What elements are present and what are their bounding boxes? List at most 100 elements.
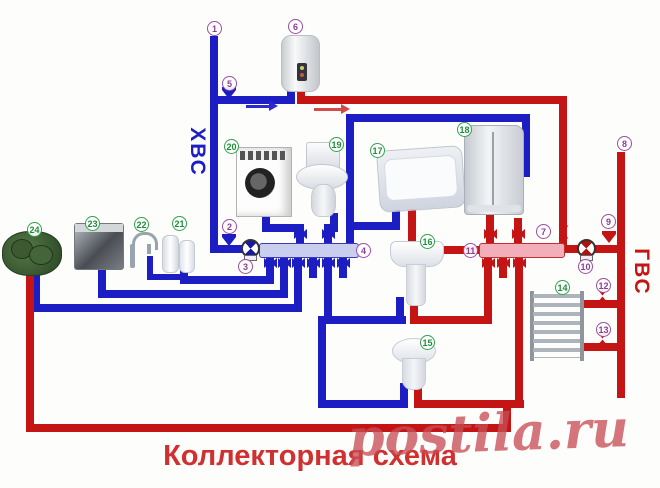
pipe-hot-loop-connector — [503, 400, 511, 432]
pipe-hot-heater-stub — [297, 86, 305, 102]
marker-13: 13 — [596, 322, 611, 337]
pipe-hot-shower-stub2 — [514, 218, 522, 246]
pipe-hot-sink-drop — [26, 271, 34, 428]
pipe-hot-tub-jog — [408, 246, 486, 254]
pipe-cold-overhead-right — [522, 114, 530, 176]
marker-5: 5 — [222, 76, 237, 91]
valve-icon — [512, 258, 526, 268]
pipe-cold-down-to-bidet — [318, 316, 326, 408]
marker-12: 12 — [596, 278, 611, 293]
valve-icon — [263, 258, 277, 268]
diagram-title: Коллекторная схема — [163, 440, 457, 472]
dishwasher — [74, 223, 124, 270]
pipe-cold-collector-inlet — [210, 245, 264, 253]
valve-icon — [306, 258, 320, 268]
towel-dryer — [528, 291, 586, 361]
pipe-hot-heater-branch — [297, 96, 567, 104]
valve-icon — [496, 258, 510, 268]
pipe-cold-line-bidet — [318, 400, 408, 408]
marker-2: 2 — [222, 219, 237, 234]
filter-faucet — [130, 232, 160, 270]
pipe-hot-towel-tap-upper — [584, 300, 620, 308]
washer-controls-icon — [240, 151, 286, 160]
cold-water-collector — [259, 243, 359, 258]
marker-19: 19 — [329, 137, 344, 152]
hot-flow-arrow-icon — [314, 104, 350, 114]
marker-15: 15 — [420, 335, 435, 350]
pipe-cold-tub-jog — [350, 222, 400, 230]
water-filter — [162, 232, 196, 273]
valve-icon — [321, 258, 335, 268]
pipe-cold-line-sink — [32, 304, 302, 312]
hot-supply-label: ГВС — [630, 248, 653, 296]
watermark: postila.ru — [347, 398, 630, 469]
marker-6: 6 — [288, 19, 303, 34]
valve-7-icon — [558, 225, 568, 239]
pipe-cold-sink-up — [32, 267, 40, 308]
marker-22: 22 — [134, 217, 149, 232]
pipe-hot-outlet3 — [515, 256, 523, 408]
valve-icon — [336, 258, 350, 268]
marker-21: 21 — [172, 216, 187, 231]
pipe-cold-overhead-left — [346, 114, 354, 248]
pipe-cold-bidet-up — [400, 383, 408, 404]
pipe-cold-washer-valve — [296, 224, 304, 248]
valve-icon — [291, 258, 305, 268]
valve-icon — [277, 258, 291, 268]
pipe-hot-line-washbasin — [410, 316, 492, 324]
valve-icon — [481, 258, 495, 268]
pipe-hot-right-drop — [559, 96, 567, 248]
pipe-cold-line-dishwasher — [98, 290, 288, 298]
valve-icon — [293, 229, 307, 239]
pipe-cold-tub-drop — [392, 204, 400, 230]
pipe-cold-outlet3 — [294, 256, 302, 310]
marker-11: 11 — [463, 243, 478, 258]
washer-door-icon — [245, 168, 275, 198]
washbasin — [390, 241, 444, 306]
valve-icon — [483, 229, 497, 239]
marker-1: 1 — [207, 21, 222, 36]
marker-10: 10 — [578, 259, 593, 274]
pipe-cold-toilet-valve — [324, 224, 332, 248]
pipe-hot-tub-drop — [408, 204, 416, 250]
pipe-cold-line-filter — [180, 276, 274, 284]
valve-icon — [511, 229, 525, 239]
check-valve-icon — [602, 231, 616, 243]
pump-icon — [576, 238, 596, 261]
pipe-cold-faucet-h — [147, 274, 185, 280]
toilet — [296, 142, 350, 217]
pipe-hot-bidet-up — [414, 381, 422, 404]
marker-4: 4 — [356, 243, 371, 258]
cold-flow-arrow-icon — [246, 101, 278, 111]
marker-14: 14 — [555, 280, 570, 295]
pipe-cold-faucet-v — [147, 256, 153, 280]
marker-18: 18 — [457, 122, 472, 137]
pipe-cold-outlet2 — [280, 256, 288, 296]
water-heater — [281, 35, 320, 92]
pipe-cold-outlet5 — [324, 256, 332, 320]
pipe-hot-bottom-loop — [26, 424, 511, 432]
pipe-cold-outlet4 — [309, 256, 317, 278]
pipe-cold-washer-drop — [262, 213, 270, 232]
marker-20: 20 — [224, 139, 239, 154]
pipe-cold-heater-branch — [210, 96, 295, 104]
pipe-cold-outlet1 — [266, 256, 274, 282]
pipe-cold-riser — [210, 36, 218, 253]
marker-16: 16 — [420, 234, 435, 249]
pump-icon — [240, 238, 260, 261]
pipe-hot-towel-tap-lower — [584, 343, 620, 351]
pipe-hot-outlet2 — [499, 256, 507, 278]
marker-24: 24 — [27, 222, 42, 237]
cold-supply-label: ХВС — [186, 127, 209, 177]
bathtub — [375, 145, 467, 213]
marker-7: 7 — [536, 224, 551, 239]
heater-panel-icon — [297, 63, 307, 81]
pipe-hot-line-bidet — [414, 400, 524, 408]
marker-9: 9 — [601, 214, 616, 229]
pipe-hot-washbasin-up — [410, 297, 418, 320]
valve-icon — [321, 229, 335, 239]
washing-machine — [236, 147, 292, 217]
pipe-cold-overhead — [346, 114, 530, 122]
marker-3: 3 — [238, 259, 253, 274]
